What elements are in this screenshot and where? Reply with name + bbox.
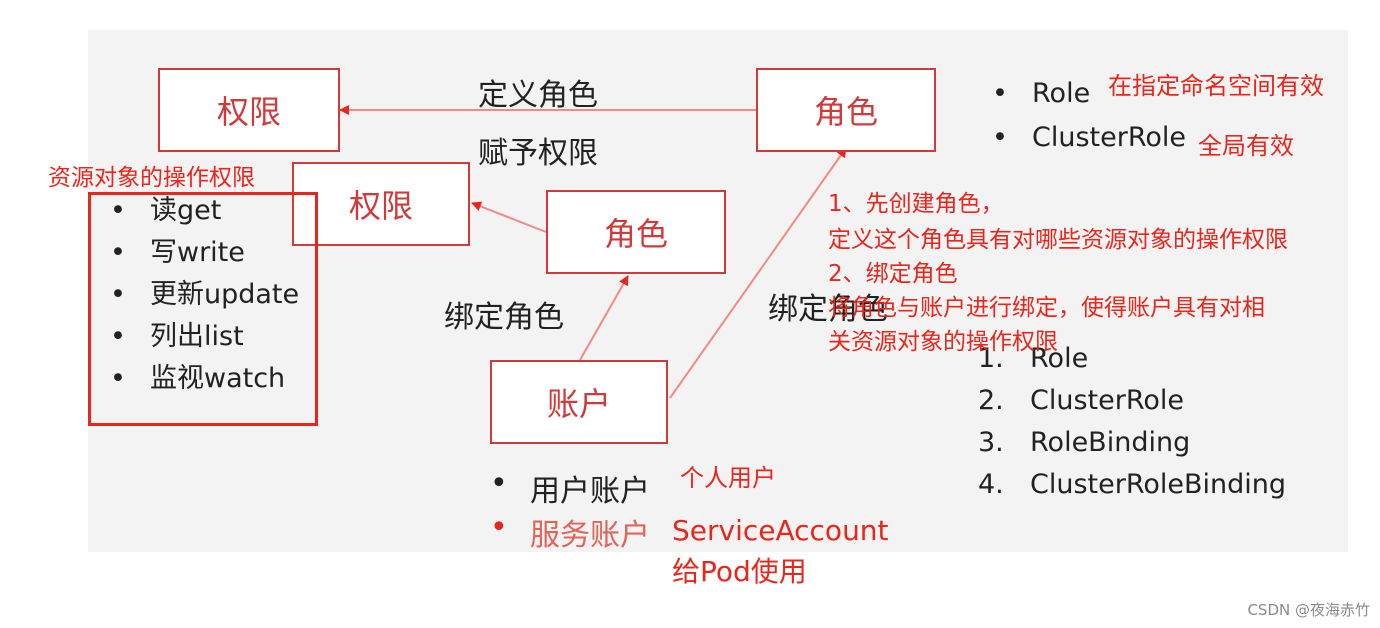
account-box-label: 账户 bbox=[546, 385, 611, 423]
user-account-bullet: • bbox=[490, 466, 508, 501]
permissions-list: 读get 写write 更新update 列出list 监视watch bbox=[110, 190, 299, 400]
permission-item: 更新update bbox=[110, 274, 299, 316]
watermark: CSDN @夜海赤竹 bbox=[1247, 601, 1370, 619]
service-account-note-1: ServiceAccount bbox=[672, 514, 889, 547]
clusterrole-scope-note: 全局有效 bbox=[1198, 132, 1294, 160]
role-box-mid-label: 角色 bbox=[603, 215, 668, 253]
user-account-label: 用户账户 bbox=[530, 474, 650, 509]
step-line-3: 2、绑定角色 bbox=[828, 261, 958, 287]
role-box-top-label: 角色 bbox=[813, 93, 878, 131]
role-type-item: Role bbox=[992, 72, 1186, 116]
service-account-label: 服务账户 bbox=[530, 518, 650, 553]
account-box: 账户 bbox=[490, 360, 668, 444]
step-line-1: 1、先创建角色， bbox=[828, 191, 1004, 217]
role-box-mid: 角色 bbox=[546, 190, 726, 274]
permission-item: 读get bbox=[110, 190, 299, 232]
role-type-item: ClusterRole bbox=[992, 116, 1186, 160]
resource-item: 1.Role bbox=[978, 343, 1089, 374]
service-account-note-2: 给Pod使用 bbox=[672, 555, 807, 588]
bind-role-label-right: 绑定角色 bbox=[768, 292, 888, 327]
permission-item: 写write bbox=[110, 232, 299, 274]
role-types-list: Role ClusterRole bbox=[992, 72, 1186, 160]
permission-box-mid-label: 权限 bbox=[348, 187, 413, 225]
grant-permission-label: 赋予权限 bbox=[478, 136, 598, 171]
step-line-4: 将角色与账户进行绑定，使得账户具有对相 bbox=[828, 295, 1265, 321]
resource-item: 2.ClusterRole bbox=[978, 385, 1185, 416]
define-role-label: 定义角色 bbox=[478, 78, 598, 113]
step-line-5: 关资源对象的操作权限 bbox=[828, 329, 1058, 355]
role-scope-note: 在指定命名空间有效 bbox=[1108, 72, 1324, 100]
user-account-note: 个人用户 bbox=[680, 464, 776, 492]
permission-item: 监视watch bbox=[110, 358, 299, 400]
permission-box-top: 权限 bbox=[158, 68, 340, 152]
permissions-heading: 资源对象的操作权限 bbox=[48, 165, 255, 191]
resources-list: 1.Role 2.ClusterRole 3.RoleBinding 4.Clu… bbox=[978, 338, 1287, 506]
step-line-2: 定义这个角色具有对哪些资源对象的操作权限 bbox=[828, 227, 1288, 253]
role-box-top: 角色 bbox=[756, 68, 936, 152]
permission-item: 列出list bbox=[110, 316, 299, 358]
permission-box-mid: 权限 bbox=[292, 162, 470, 246]
resource-item: 4.ClusterRoleBinding bbox=[978, 469, 1287, 500]
permission-box-top-label: 权限 bbox=[216, 93, 281, 131]
service-account-bullet: • bbox=[490, 510, 508, 545]
resource-item: 3.RoleBinding bbox=[978, 427, 1191, 458]
bind-role-label-left: 绑定角色 bbox=[444, 300, 564, 335]
